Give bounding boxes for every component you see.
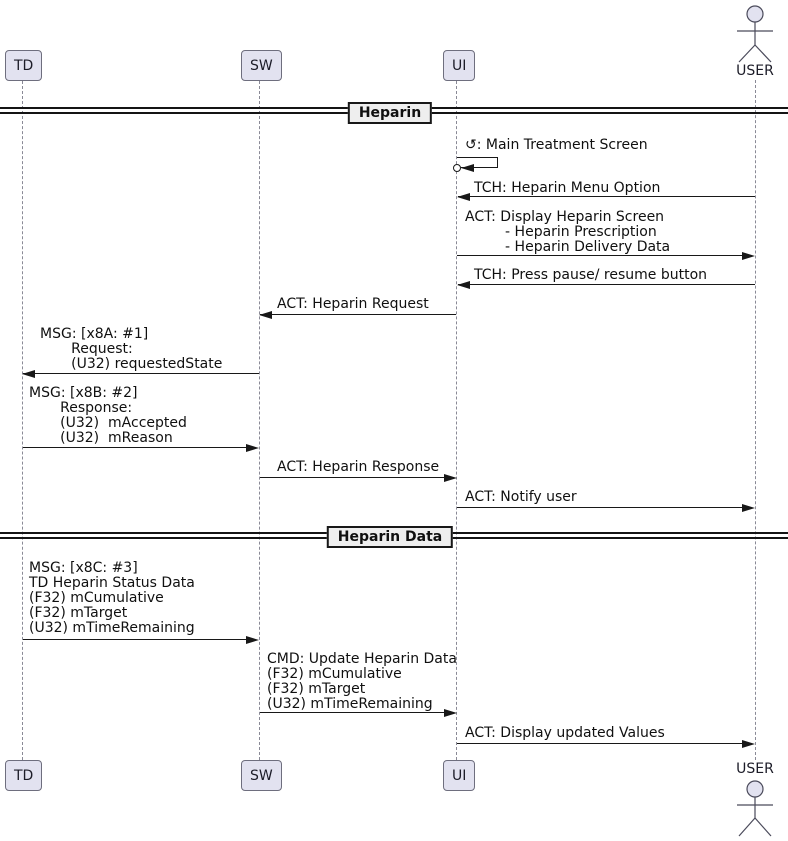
participant-ui-bottom: UI bbox=[443, 760, 476, 791]
participant-sw-label: SW bbox=[250, 767, 273, 784]
message-cmd-update-heparin: CMD: Update Heparin Data (F32) mCumulati… bbox=[267, 651, 457, 712]
participant-td-label: TD bbox=[14, 57, 34, 74]
arrowhead-left-icon bbox=[461, 163, 474, 172]
arrowhead-left-icon bbox=[457, 192, 470, 201]
self-message-line bbox=[461, 167, 497, 168]
participant-sw-label: SW bbox=[250, 57, 273, 74]
lifeline-sw bbox=[259, 81, 260, 760]
message-arrow-line bbox=[23, 373, 259, 374]
message-msg-x8c-status-data: MSG: [x8C: #3] TD Heparin Status Data (F… bbox=[29, 560, 195, 636]
lifeline-td bbox=[22, 81, 23, 760]
participant-sw-top: SW bbox=[241, 50, 282, 81]
participant-td-label: TD bbox=[14, 767, 34, 784]
message-arrow-line bbox=[457, 255, 742, 256]
arrowhead-right-icon bbox=[246, 635, 259, 644]
self-message-line bbox=[497, 157, 498, 168]
participant-ui-label: UI bbox=[452, 767, 467, 784]
arrowhead-right-icon bbox=[246, 443, 259, 452]
message-arrow-line bbox=[457, 507, 742, 508]
message-heparin-menu-option: TCH: Heparin Menu Option bbox=[474, 180, 661, 196]
participant-td-top: TD bbox=[5, 50, 43, 81]
participant-ui-label: UI bbox=[452, 57, 467, 74]
arrowhead-left-icon bbox=[22, 369, 35, 378]
divider-heparin: Heparin bbox=[347, 102, 433, 124]
message-press-pause-resume: TCH: Press pause/ resume button bbox=[474, 267, 708, 283]
arrowhead-right-icon bbox=[742, 739, 755, 748]
message-msg-x8a-request: MSG: [x8A: #1] Request: (U32) requestedS… bbox=[40, 326, 223, 372]
message-arrow-line bbox=[260, 477, 444, 478]
message-heparin-response: ACT: Heparin Response bbox=[277, 459, 440, 475]
participant-td-bottom: TD bbox=[5, 760, 43, 791]
message-display-heparin-screen: ACT: Display Heparin Screen - Heparin Pr… bbox=[465, 209, 671, 255]
message-arrow-line bbox=[458, 284, 755, 285]
self-message-line bbox=[457, 157, 498, 158]
lifeline-ui bbox=[456, 81, 457, 760]
message-msg-x8b-response: MSG: [x8B: #2] Response: (U32) mAccepted… bbox=[29, 385, 187, 446]
message-arrow-line bbox=[23, 447, 246, 448]
participant-ui-top: UI bbox=[443, 50, 476, 81]
message-arrow-line bbox=[457, 743, 742, 744]
message-notify-user: ACT: Notify user bbox=[465, 489, 577, 505]
message-arrow-line bbox=[260, 712, 444, 713]
actor-user-icon bbox=[737, 5, 773, 63]
arrowhead-right-icon bbox=[444, 708, 457, 717]
arrowhead-right-icon bbox=[742, 503, 755, 512]
actor-user-bottom-label: USER bbox=[736, 761, 774, 777]
lifeline-user bbox=[755, 80, 756, 760]
divider-heparin-data: Heparin Data bbox=[326, 526, 454, 548]
message-arrow-line bbox=[23, 639, 246, 640]
message-heparin-request: ACT: Heparin Request bbox=[277, 296, 429, 312]
arrowhead-left-icon bbox=[259, 310, 272, 319]
message-endpoint-circle-icon bbox=[452, 164, 461, 172]
actor-user-icon bbox=[737, 780, 773, 837]
actor-user-top-label: USER bbox=[736, 63, 774, 79]
message-arrow-line bbox=[260, 314, 456, 315]
arrowhead-right-icon bbox=[444, 473, 457, 482]
message-main-treatment-screen: ↺: Main Treatment Screen bbox=[465, 137, 648, 153]
message-arrow-line bbox=[458, 196, 755, 197]
arrowhead-right-icon bbox=[742, 251, 755, 260]
participant-sw-bottom: SW bbox=[241, 760, 282, 791]
message-display-updated-values: ACT: Display updated Values bbox=[465, 725, 665, 741]
arrowhead-left-icon bbox=[457, 280, 470, 289]
